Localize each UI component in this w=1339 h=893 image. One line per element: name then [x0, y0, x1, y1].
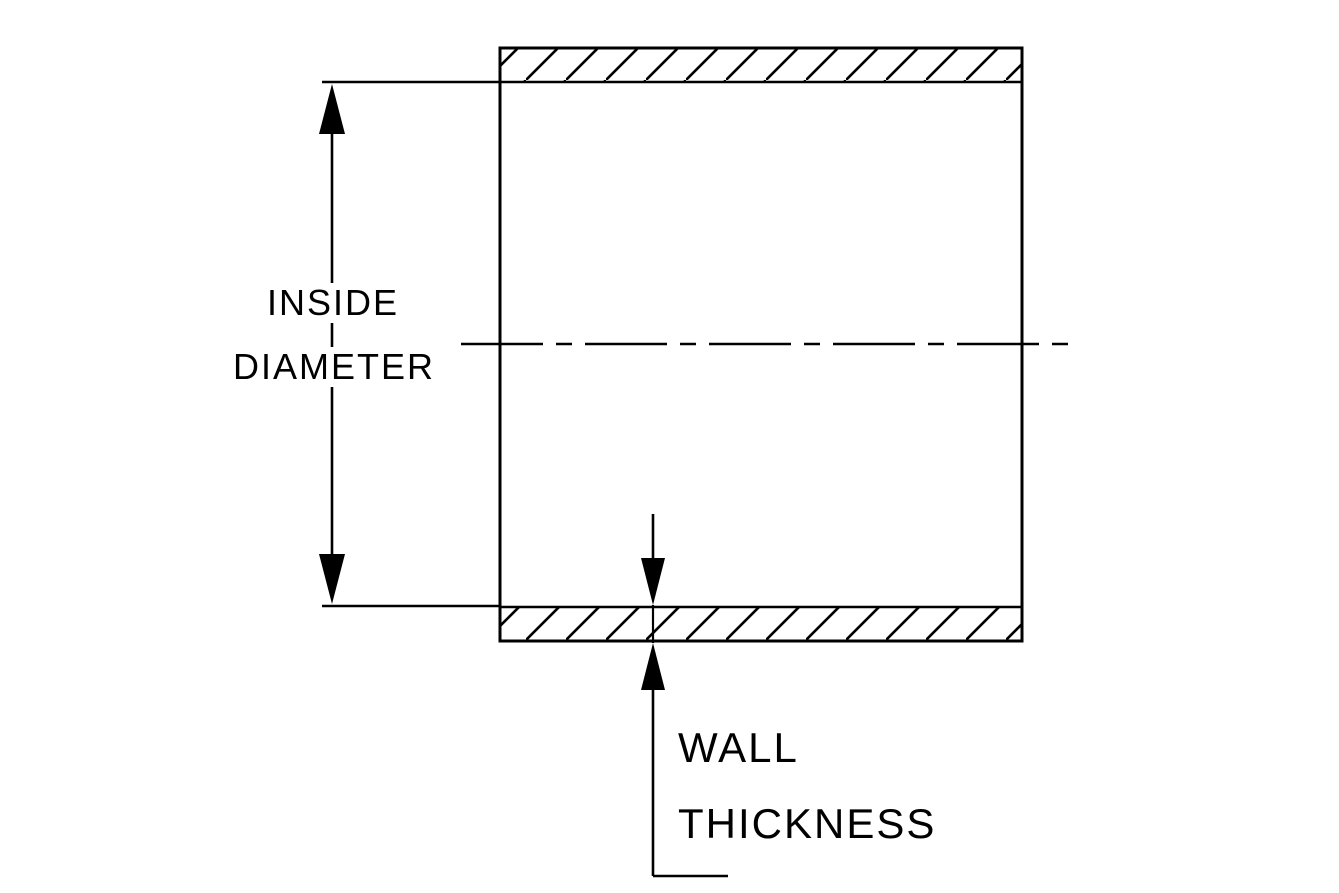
- top-wall-hatch: [500, 48, 1022, 82]
- arrow-up-icon: [319, 84, 345, 134]
- inside-diameter-label-line2: DIAMETER: [224, 347, 444, 387]
- arrow-down-icon: [319, 554, 345, 604]
- wall-thickness-label-line2: THICKNESS: [678, 800, 937, 847]
- wall-arrow-down-icon: [641, 558, 665, 605]
- wall-arrow-up-icon: [641, 643, 665, 690]
- wall-thickness-label-line1: WALL: [678, 724, 799, 771]
- bottom-wall-hatch: [500, 607, 1022, 641]
- inside-diameter-label-line1: INSIDE: [258, 283, 408, 323]
